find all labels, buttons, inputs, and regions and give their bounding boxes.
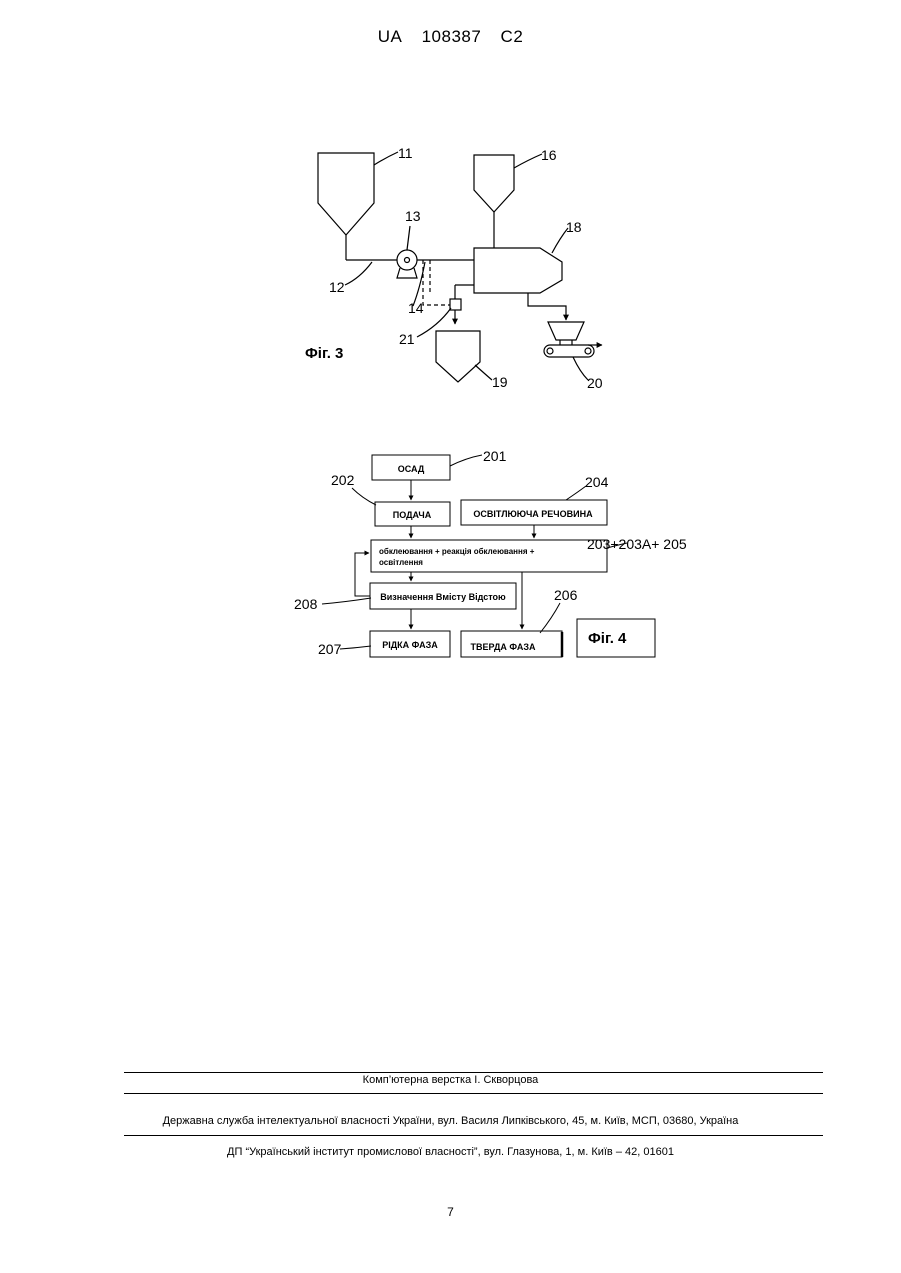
agency-address: Державна служба інтелектуальної власност…	[0, 1115, 901, 1127]
dashed-branch	[423, 260, 450, 305]
footer-rule-bottom	[124, 1135, 823, 1136]
label-202: 202	[331, 472, 355, 488]
label-12: 12	[329, 279, 345, 295]
label-19: 19	[492, 374, 508, 390]
hopper-16	[474, 155, 514, 212]
figure-4-caption: Фіг. 4	[588, 630, 627, 647]
footer-rule-top	[124, 1072, 823, 1073]
layout-credit: Комп’ютерна верстка І. Скворцова	[0, 1074, 901, 1086]
page-number: 7	[0, 1205, 901, 1219]
label-16: 16	[541, 147, 557, 163]
box-osad-text: ОСАД	[398, 464, 425, 474]
label-207: 207	[318, 641, 342, 657]
label-18: 18	[566, 219, 582, 235]
reactor-18	[474, 248, 562, 293]
label-11: 11	[398, 145, 413, 161]
hopper-11	[318, 153, 374, 235]
footer-rule-middle	[124, 1093, 823, 1094]
valve-21	[450, 299, 461, 310]
label-13: 13	[405, 208, 421, 224]
box-process-line1: обклеювання + реакція обклеювання +	[379, 547, 535, 556]
collector-20	[548, 322, 584, 340]
label-20: 20	[587, 375, 603, 391]
figure-4-text: ОСАД ПОДАЧА ОСВІТЛЮЮЧА РЕЧОВИНА обклеюва…	[294, 448, 687, 657]
box-solid-text: ТВЕРДА ФАЗА	[471, 642, 536, 652]
box-liquid-text: РІДКА ФАЗА	[382, 640, 438, 650]
institute-address: ДП “Український інститут промислової вла…	[0, 1146, 901, 1158]
figure-3	[318, 152, 602, 382]
label-201: 201	[483, 448, 507, 464]
label-208: 208	[294, 596, 318, 612]
hopper-19	[436, 331, 480, 382]
box-process-line2: освітлення	[379, 558, 423, 567]
box-process	[371, 540, 607, 572]
box-reagent-text: ОСВІТЛЮЮЧА РЕЧОВИНА	[473, 509, 593, 519]
label-206: 206	[554, 587, 578, 603]
label-204: 204	[585, 474, 609, 490]
figure-3-caption: Фіг. 3	[305, 345, 343, 362]
label-21: 21	[399, 331, 415, 347]
label-14: 14	[408, 300, 424, 316]
label-203: 203+203А+ 205	[587, 536, 687, 552]
box-measure-text: Визначення Вмісту Відстою	[380, 592, 506, 602]
pump-13	[397, 250, 417, 278]
figure-3-labels: 11 12 13 14 16 18 19 20 21 Фіг. 3	[305, 145, 603, 391]
conveyor-20	[544, 345, 602, 357]
box-podacha-text: ПОДАЧА	[393, 510, 432, 520]
